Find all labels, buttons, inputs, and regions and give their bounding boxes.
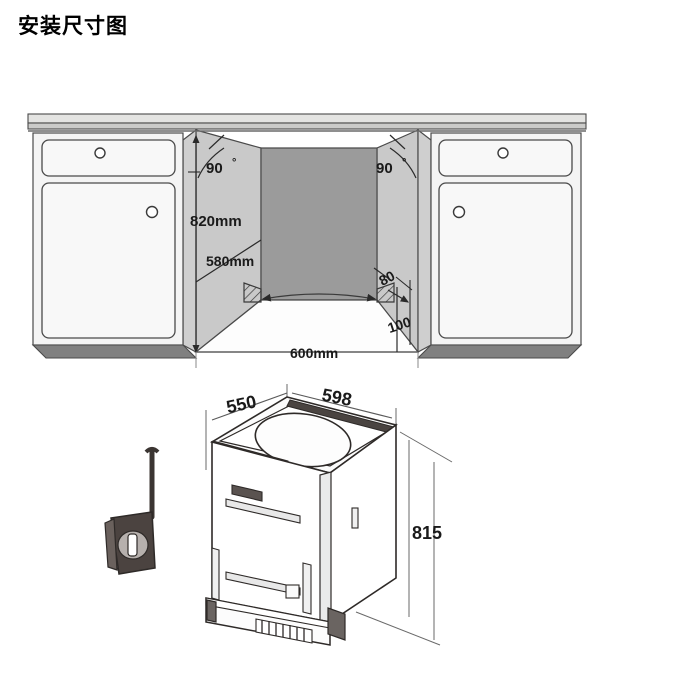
left-door-knob-icon[interactable] <box>145 205 159 219</box>
dim-550-line <box>211 392 288 421</box>
page-title: 安装尺寸图 <box>18 15 128 38</box>
appliance-foot-right <box>327 607 346 641</box>
appliance-foot-left <box>206 599 217 623</box>
cabinet-niche-front-view: 90 ° 90 ° 820mm 580mm 600mm 80 100 <box>27 113 587 368</box>
ext-815-bottom <box>355 611 441 646</box>
dim-100-label: 100 <box>386 313 413 336</box>
angle-right-arc <box>389 147 417 179</box>
wall-block-right <box>376 282 395 303</box>
left-cabinet-drawer[interactable] <box>41 139 176 177</box>
right-plinth <box>416 344 583 359</box>
dim-580-label: 580mm <box>206 253 254 269</box>
angle-left-leader <box>208 134 225 150</box>
appliance-vent-grille-icon <box>255 618 313 644</box>
appliance-lower-bar <box>225 571 301 596</box>
left-plinth <box>31 344 198 359</box>
dim-600-label: 600mm <box>290 345 338 361</box>
appliance-door-edge-right <box>302 562 312 615</box>
drain-hose-bracket <box>104 447 160 575</box>
right-drawer-knob-icon[interactable] <box>497 147 509 159</box>
dim-815-label: 815 <box>412 523 442 543</box>
dim-80-ext <box>395 276 413 291</box>
appliance-corner-post <box>319 471 332 623</box>
angle-left-label: 90 <box>206 160 223 177</box>
dim-580-leader <box>195 239 262 283</box>
dim-80-leader <box>373 267 393 282</box>
left-drawer-knob-icon[interactable] <box>94 147 106 159</box>
dim-80-label: 80 <box>376 267 397 289</box>
left-cabinet-door[interactable] <box>41 182 176 339</box>
ext-815-top <box>399 431 453 463</box>
niche-floor-joint <box>261 293 377 302</box>
niche-back-wall <box>260 147 378 301</box>
angle-right-leader <box>389 134 406 150</box>
right-door-knob-icon[interactable] <box>452 205 466 219</box>
right-cabinet-door[interactable] <box>438 182 573 339</box>
left-cabinet-side-panel <box>182 128 197 354</box>
dim-80-line <box>387 289 410 303</box>
dim-550-label: 550 <box>225 391 259 417</box>
angle-right-unit: ° <box>402 157 406 169</box>
dim-598-line <box>291 392 393 419</box>
appliance-door-badge <box>285 584 300 599</box>
angle-left-unit: ° <box>232 157 236 169</box>
right-cabinet-side-panel <box>417 128 432 354</box>
appliance-door-face <box>211 440 331 623</box>
countertop-edge-band <box>27 122 587 130</box>
countertop-slab <box>27 113 587 124</box>
angle-right-label: 90 <box>376 160 393 177</box>
dim-820-label: 820mm <box>190 213 242 230</box>
appliance-door-edge-left <box>211 547 220 601</box>
dishwasher-isometric-view: 815 550 598 <box>104 384 453 646</box>
appliance-handle[interactable] <box>231 484 263 502</box>
wall-block-left <box>243 282 262 303</box>
appliance-control-bar <box>225 498 301 524</box>
appliance-side-clip <box>351 507 359 529</box>
